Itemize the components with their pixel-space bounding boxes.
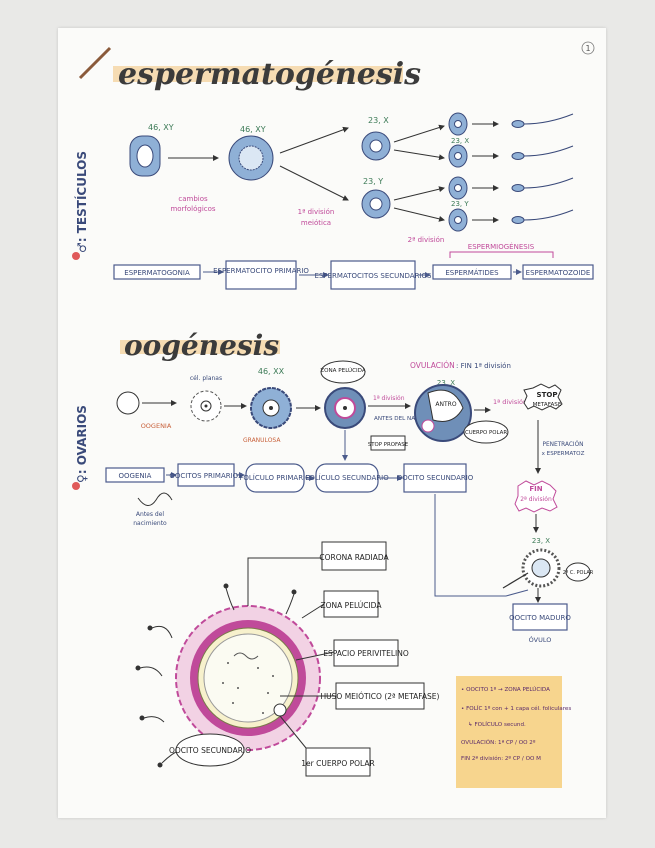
stop-burst (523, 383, 563, 411)
before-birth-note: ANTES DEL NACIM. (374, 416, 427, 422)
mature-oocyte-box (512, 603, 568, 631)
oogenesis-flow: OOGENIA OOCITOS PRIMARIOS FOLÍCULO PRIMA… (105, 463, 474, 493)
before-birth-label-2: nacimiento (133, 520, 167, 527)
flat-cells-label: cél. planas (190, 375, 222, 382)
spermatogenesis-title: espermatogénesis (118, 57, 421, 92)
zona-callout (320, 360, 366, 384)
stop-label: STOP (537, 391, 558, 399)
meiosis1-note-2: meiótica (301, 219, 331, 227)
changes-note: cambios (178, 195, 208, 203)
meiotic-spindle (233, 652, 259, 660)
sperm-entering (502, 572, 529, 589)
fin-burst (514, 480, 558, 513)
spermatogenesis-flow: ESPERMATOGONIA ESPERMATOCITO PRIMARIO ES… (113, 260, 594, 290)
meiosis1-note: 1ª división (298, 208, 335, 216)
karyotype-1: 46, XY (148, 123, 174, 132)
flow-primary-spermatocyte: ESPERMATOCITO PRIMARIO (213, 267, 309, 275)
mature-oocyte-label: OOCITO MADURO (509, 614, 571, 622)
first-polar-body (273, 703, 287, 717)
oogonium-cell (116, 391, 140, 415)
ovaries-side-label: ♀: OVARIOS (75, 405, 89, 483)
meiosis2-note: 2ª división (408, 236, 445, 244)
flow-oogonia: OOGENIA (119, 472, 152, 480)
second-polar-body-label: 2º C. POLAR (563, 570, 594, 576)
polar-body-callout (463, 420, 509, 444)
sticky-note-paper (456, 676, 562, 788)
primary-spermatocyte-nucleus (238, 145, 264, 171)
fin-label: FIN (529, 485, 542, 493)
first-division-note: 1ª división (373, 395, 405, 402)
granulosa-label: GRANULOSA (243, 437, 281, 444)
oogenesis-title: oogénesis (124, 329, 279, 362)
karyotype-3: 23, X (368, 116, 389, 125)
female-male-marker (72, 252, 80, 260)
before-birth-squiggle (137, 492, 173, 506)
note-line-1: • OOCITO 1º → ZONA PELÚCIDA (461, 686, 550, 693)
stop-prophase-label: STOP PROFASE (368, 442, 409, 448)
callout-secondary-oocyte: OOCITO SECUNDARIO (169, 746, 251, 755)
note-line-3: ↳ FOLÍCULO secund. (468, 721, 526, 728)
note-line-5: FIN 2ª división: 2º CP / OO M (461, 755, 541, 762)
zona-label: ZONA PELÚCIDA (320, 367, 366, 374)
callout-perivitelline: ESPACIO PERIVITELINO (323, 649, 409, 658)
polar-body-label: CUERPO POLAR (465, 430, 507, 436)
flow-secondary-follicle: FOLÍCULO SECUNDARIO (305, 473, 389, 482)
callout-spindle: HUSO MEIÓTICO (2ª METAFASE) (321, 692, 440, 701)
flow-spermatozoon: ESPERMATOZOIDE (526, 269, 591, 277)
ovulation-note: : FIN 1ª división (456, 362, 511, 370)
spermatozoa (511, 113, 574, 224)
karyotype-5: 23, X (451, 137, 469, 145)
ovule-label: ÓVULO (529, 635, 552, 644)
antrum (427, 389, 464, 422)
testicles-side-label: ♂: TESTÍCULOS (74, 151, 89, 253)
second-division-label: 2ª división (520, 496, 552, 503)
secondary-oocyte (203, 633, 293, 723)
note-line-2: • FOLÍC 1º con + 1 capa cél. foliculares (461, 705, 571, 712)
oogenesis-karyotype-2: 23, X (437, 379, 455, 387)
female-marker (72, 482, 80, 490)
flow-spermatogonia: ESPERMATOGONIA (124, 269, 190, 277)
oogenesis-title-highlight (120, 340, 280, 354)
flow-secondary-oocyte: OOCITO SECUNDARIO (397, 474, 474, 482)
oogenesis-karyotype-3: 23, X (532, 537, 550, 545)
title-highlight (113, 66, 403, 82)
karyotype-2: 46, XY (240, 125, 266, 134)
oogonium-label: OOGENIA (141, 422, 172, 430)
callout-corona: CORONA RADIADA (319, 553, 389, 562)
flow-primary-follicle: FOLÍCULO PRIMARIO (239, 473, 311, 482)
antrum-label: ANTRO (435, 401, 456, 408)
note-line-4: OVULACIÓN: 1ª CP / OO 2º (461, 739, 536, 746)
callout-polar-body: 1er CUERPO POLAR (301, 759, 374, 768)
flow-spermatids: ESPERMÁTIDES (445, 268, 499, 277)
spermiogenesis-label: ESPERMIOGÉNESIS (468, 242, 535, 251)
oocyte-callouts: CORONA RADIADA ZONA PELÚCIDA ESPACIO PER… (169, 541, 440, 777)
ovulation-first-division: 1ª división (493, 398, 527, 406)
flow-primary-oocytes: OOCITOS PRIMARIOS (169, 472, 243, 480)
penetration-label-2: x ESPERMATOZ (542, 451, 585, 457)
flow-secondary-spermatocytes: ESPERMATOCITOS SECUNDARIOS (315, 272, 432, 280)
spermiogenesis-bracket (449, 251, 554, 258)
notebook-page: 1 espermatogénesis ♂: TESTÍCULOS 46, XY … (58, 28, 606, 818)
stop-prophase-box (370, 435, 406, 451)
metaphase-label: METAFASE (533, 402, 562, 408)
before-birth-label: Antes del (136, 511, 164, 518)
spermatogonium-nucleus (136, 144, 154, 168)
karyotype-4: 23, Y (363, 177, 383, 186)
karyotype-6: 23, Y (451, 200, 469, 208)
ovulation-label: OVULACIÓN (410, 361, 455, 370)
second-polar-body (565, 562, 591, 582)
page-number: 1 (585, 44, 590, 53)
page-number-circle (581, 41, 595, 55)
ovulation-connector (434, 494, 529, 597)
pencil-icon (78, 46, 112, 80)
penetration-label: PENETRACIÓN (542, 441, 583, 448)
sticky-note: • OOCITO 1º → ZONA PELÚCIDA • FOLÍC 1º c… (456, 676, 571, 788)
changes-note-2: morfológicos (170, 205, 215, 213)
study-notes-canvas: 1 espermatogénesis ♂: TESTÍCULOS 46, XY … (72, 41, 595, 788)
oogenesis-karyotype-1: 46, XX (258, 367, 285, 376)
callout-zona: ZONA PELÚCIDA (321, 601, 383, 610)
spermatids (448, 112, 468, 232)
